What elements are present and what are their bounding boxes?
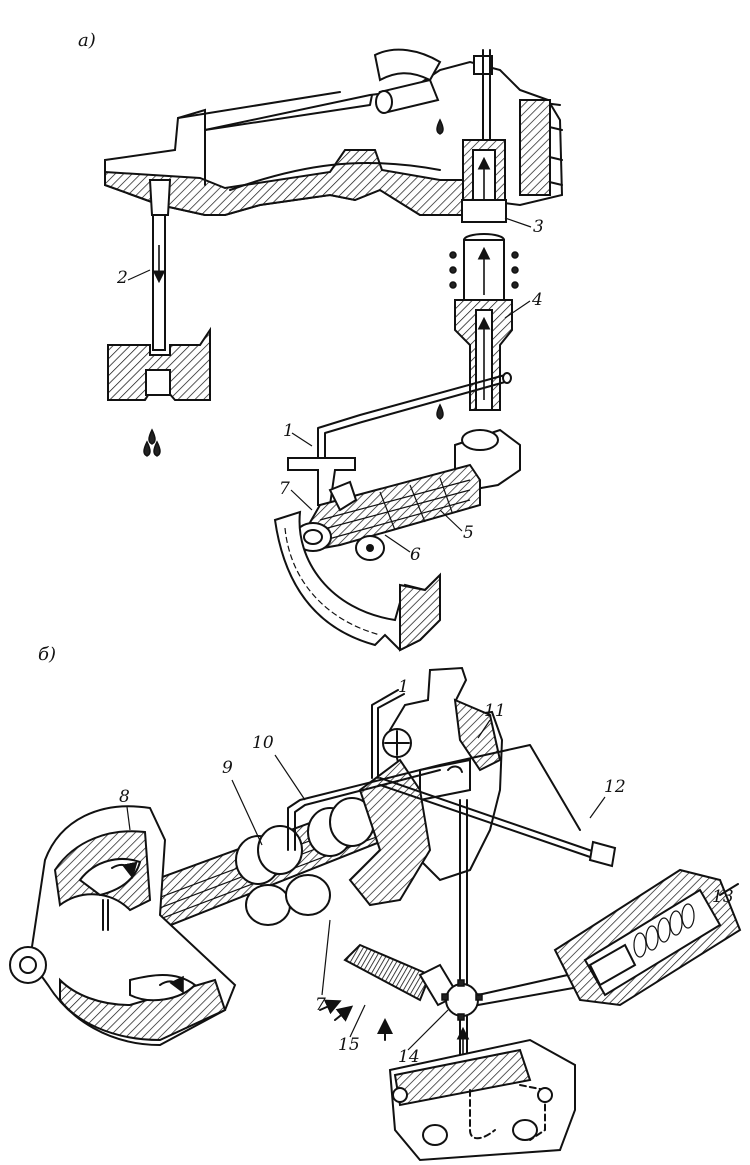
label-a-2: 2 bbox=[116, 268, 128, 288]
label-b-13: 13 bbox=[712, 887, 734, 907]
label-a-7: 7 bbox=[279, 479, 290, 499]
oil-pump-assembly bbox=[287, 372, 521, 561]
bottom-housing bbox=[388, 1038, 576, 1162]
pressure-valve-assembly bbox=[449, 139, 519, 411]
panel-b-label: б) bbox=[38, 644, 56, 665]
pump-housing-13 bbox=[553, 868, 742, 1007]
gear-housing bbox=[9, 805, 237, 1047]
label-b-15: 15 bbox=[338, 1035, 360, 1055]
oil-pipes-b bbox=[287, 689, 617, 1080]
panel-b: б) bbox=[9, 644, 742, 1162]
drain-pipe bbox=[107, 179, 211, 457]
labels-b: 1 7 8 9 10 11 12 13 14 15 bbox=[119, 677, 734, 1067]
label-b-12: 12 bbox=[604, 777, 626, 797]
label-b-7: 7 bbox=[315, 995, 326, 1015]
label-a-6: 6 bbox=[410, 545, 421, 565]
label-b-8: 8 bbox=[119, 787, 130, 807]
panel-a: а) bbox=[78, 30, 564, 652]
label-b-9: 9 bbox=[222, 758, 233, 778]
label-b-1: 1 bbox=[398, 677, 409, 697]
label-a-5: 5 bbox=[463, 523, 474, 543]
flywheel-segment bbox=[273, 510, 441, 652]
label-b-11: 11 bbox=[484, 701, 506, 721]
label-a-1: 1 bbox=[283, 421, 294, 441]
label-a-4: 4 bbox=[531, 290, 543, 310]
crankcase-section bbox=[104, 48, 564, 216]
labels-a: 1 2 3 4 5 6 7 bbox=[116, 217, 544, 565]
label-b-14: 14 bbox=[398, 1047, 420, 1067]
panel-a-label: а) bbox=[78, 30, 96, 51]
oil-filter bbox=[319, 943, 591, 1041]
label-a-3: 3 bbox=[533, 217, 544, 237]
label-b-10: 10 bbox=[252, 733, 274, 753]
